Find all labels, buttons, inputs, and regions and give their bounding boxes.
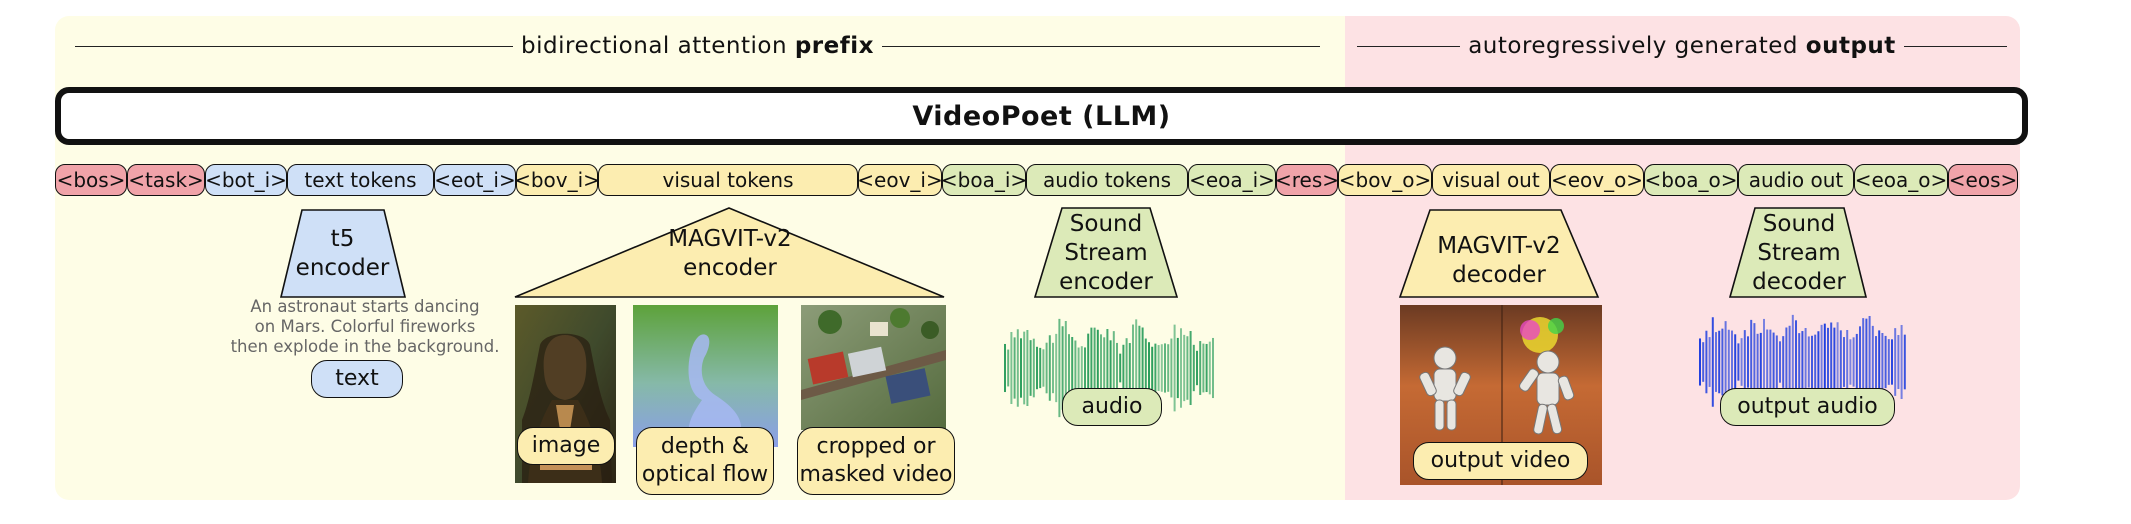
token-2: <bot_i>	[205, 164, 287, 196]
magvit-decoder-shape	[1398, 209, 1600, 298]
t5-encoder-label: t5 encoder	[290, 225, 395, 283]
prefix-banner-line-left	[75, 45, 514, 47]
soundstream-encoder-label-line3: encoder	[1059, 269, 1153, 295]
token-5: <bov_i>	[516, 164, 598, 196]
output-audio-pill: output audio	[1720, 388, 1895, 426]
token-1: <task>	[127, 164, 205, 196]
depth-flow-line2: optical flow	[641, 462, 769, 487]
soundstream-decoder-label-line2: Stream	[1757, 240, 1841, 266]
token-18: <eos>	[1948, 164, 2018, 196]
prefix-banner: bidirectional attention prefix	[75, 28, 1321, 64]
audio-input-pill: audio	[1062, 388, 1162, 426]
magvit-encoder-label-line1: MAGVIT-v2	[668, 226, 792, 252]
magvit-decoder-label-line2: decoder	[1452, 262, 1546, 288]
output-banner-line-left	[1357, 45, 1461, 47]
token-15: <boa_o>	[1644, 164, 1738, 196]
soundstream-encoder-label: Sound Stream encoder	[1045, 210, 1167, 297]
soundstream-decoder-shape	[1728, 207, 1868, 298]
magvit-encoder-shape	[514, 207, 945, 298]
soundstream-decoder-label: Sound Stream decoder	[1740, 210, 1858, 297]
cropped-video-thumbnail	[801, 305, 946, 430]
token-3: text tokens	[287, 164, 434, 196]
token-14: <eov_o>	[1550, 164, 1644, 196]
output-banner: autoregressively generated output	[1357, 28, 2007, 64]
token-12: <bov_o>	[1338, 164, 1432, 196]
token-10: <eoa_i>	[1188, 164, 1276, 196]
soundstream-encoder-label-line2: Stream	[1064, 240, 1148, 266]
text-prompt-caption: An astronaut starts dancing on Mars. Col…	[200, 297, 530, 357]
depth-flow-thumbnail	[633, 305, 778, 447]
text-prompt-line2: on Mars. Colorful fireworks	[254, 317, 476, 336]
text-prompt-line3: then explode in the background.	[230, 337, 500, 356]
audio-waveform	[1004, 318, 1214, 418]
output-banner-line-right	[1903, 45, 2007, 47]
token-0: <bos>	[55, 164, 127, 196]
soundstream-encoder-label-line1: Sound	[1069, 211, 1143, 237]
llm-box: VideoPoet (LLM)	[55, 87, 2028, 145]
text-input-pill: text	[311, 360, 403, 398]
t5-encoder-shape	[279, 209, 407, 298]
depth-flow-input-pill: depth & optical flow	[636, 427, 774, 495]
cropped-video-input-pill: cropped or masked video	[797, 427, 955, 495]
depth-flow-line1: depth &	[660, 434, 750, 459]
token-9: audio tokens	[1026, 164, 1188, 196]
magvit-encoder-label: MAGVIT-v2 encoder	[630, 225, 830, 283]
prefix-banner-line-right	[881, 45, 1321, 47]
image-input-pill: image	[517, 427, 615, 465]
token-11: <res>	[1276, 164, 1338, 196]
token-7: <eov_i>	[858, 164, 942, 196]
token-6: visual tokens	[598, 164, 858, 196]
output-video-pill: output video	[1413, 442, 1588, 480]
soundstream-encoder-shape	[1033, 207, 1179, 298]
t5-encoder-label-line1: t5	[330, 226, 355, 252]
token-17: <eoa_o>	[1854, 164, 1948, 196]
token-4: <eot_i>	[434, 164, 516, 196]
prefix-banner-title: bidirectional attention prefix	[521, 33, 874, 59]
soundstream-decoder-label-line1: Sound	[1762, 211, 1836, 237]
output-banner-title: autoregressively generated output	[1468, 33, 1896, 59]
token-8: <boa_i>	[942, 164, 1026, 196]
magvit-decoder-label: MAGVIT-v2 decoder	[1415, 232, 1583, 290]
cropped-video-line2: masked video	[799, 462, 953, 487]
token-16: audio out	[1738, 164, 1854, 196]
cropped-video-line1: cropped or	[816, 434, 936, 459]
soundstream-decoder-label-line3: decoder	[1752, 269, 1846, 295]
magvit-decoder-label-line1: MAGVIT-v2	[1437, 233, 1561, 259]
magvit-encoder-label-line2: encoder	[683, 255, 777, 281]
text-prompt-line1: An astronaut starts dancing	[250, 297, 480, 316]
token-13: visual out	[1432, 164, 1550, 196]
t5-encoder-label-line2: encoder	[295, 255, 390, 281]
